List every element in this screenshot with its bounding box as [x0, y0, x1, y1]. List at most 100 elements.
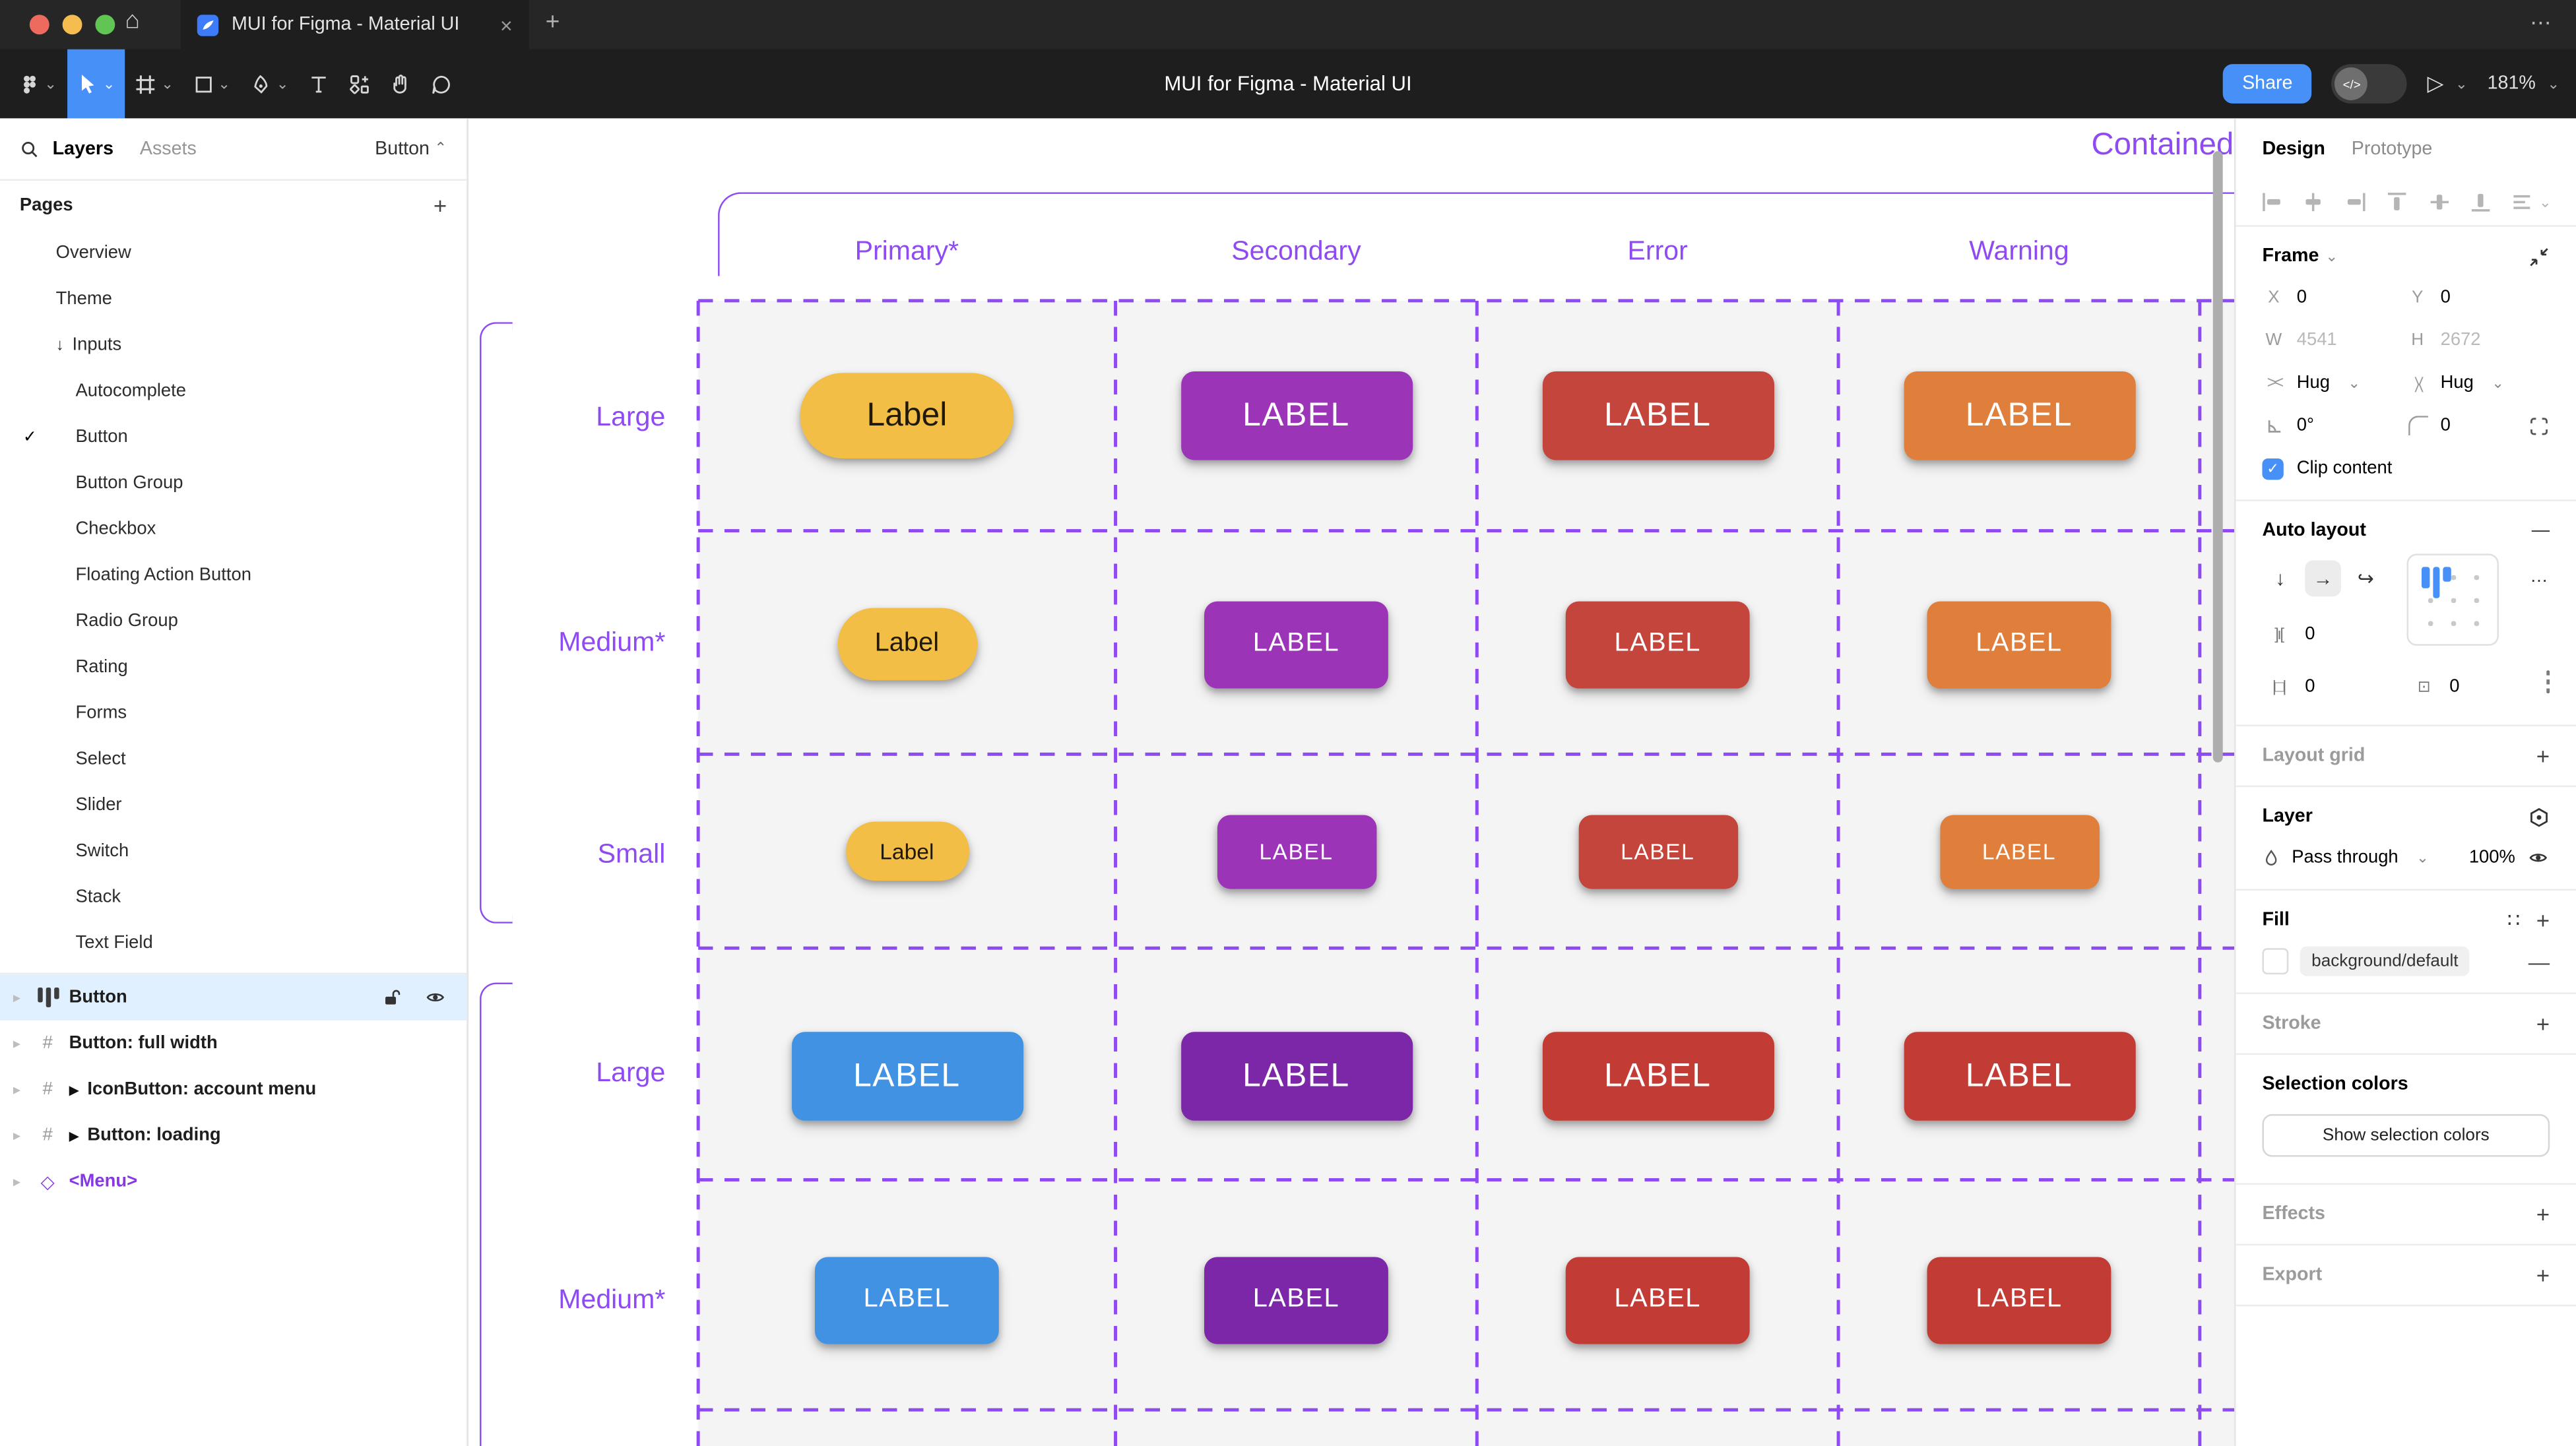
sidebar-page-text-field[interactable]: Text Field	[0, 920, 467, 966]
new-tab-button[interactable]: +	[545, 8, 560, 36]
disclosure-icon[interactable]: ▸	[13, 988, 21, 1005]
mui-button-large-secondary[interactable]: LABEL	[1180, 1032, 1412, 1121]
corner-radius-field[interactable]: 0	[2406, 416, 2550, 436]
mui-button-medium-primary[interactable]: Label	[837, 608, 977, 681]
hand-tool-button[interactable]	[379, 49, 420, 119]
mui-button-medium-secondary[interactable]: LABEL	[1204, 1256, 1388, 1344]
home-icon[interactable]: ⌂	[125, 6, 140, 35]
unlock-icon[interactable]	[381, 988, 401, 1007]
show-selection-colors-button[interactable]: Show selection colors	[2262, 1114, 2550, 1157]
disclosure-icon[interactable]: ▸	[13, 1080, 21, 1097]
share-button[interactable]: Share	[2222, 64, 2313, 104]
mui-button-small-primary[interactable]: Label	[845, 821, 969, 881]
layer-row-button-full-width[interactable]: ▸#Button: full width	[0, 1021, 467, 1067]
sidebar-page-rating[interactable]: Rating	[0, 644, 467, 690]
move-tool-button[interactable]: ⌄	[66, 49, 125, 119]
tab-layers[interactable]: Layers	[52, 139, 114, 159]
tab-assets[interactable]: Assets	[139, 139, 197, 159]
sidebar-page-checkbox[interactable]: Checkbox	[0, 506, 467, 552]
clip-content-row[interactable]: ✓ Clip content	[2262, 447, 2550, 490]
eye-icon[interactable]	[424, 988, 447, 1007]
independent-corners-button[interactable]	[2528, 415, 2550, 436]
window-more-icon[interactable]: ⋯	[2530, 9, 2554, 35]
align-horizontal-center-icon[interactable]	[2302, 191, 2325, 214]
zoom-window-button[interactable]	[95, 15, 115, 35]
sidebar-page-floating-action-button[interactable]: Floating Action Button	[0, 552, 467, 598]
dev-mode-toggle[interactable]: </>	[2332, 64, 2408, 104]
expand-icon[interactable]: ▶	[69, 1128, 79, 1143]
close-window-button[interactable]	[29, 15, 49, 35]
close-tab-icon[interactable]: ×	[499, 12, 513, 38]
mui-button-large-warning[interactable]: LABEL	[1903, 371, 2135, 460]
disclosure-icon[interactable]: ▸	[13, 1034, 21, 1051]
layer-row-button-loading[interactable]: ▸#▶Button: loading	[0, 1112, 467, 1158]
add-effect-button[interactable]: +	[2536, 1201, 2550, 1228]
add-stroke-button[interactable]: +	[2536, 1010, 2550, 1037]
sidebar-page-button-group[interactable]: Button Group	[0, 460, 467, 506]
active-file-tab[interactable]: MUI for Figma - Material UI ×	[180, 0, 529, 49]
tab-design[interactable]: Design	[2262, 139, 2325, 159]
frame-section-title[interactable]: Frame	[2262, 246, 2319, 267]
mui-button-medium-error[interactable]: LABEL	[1565, 600, 1750, 688]
text-tool-button[interactable]	[298, 49, 338, 119]
sidebar-page-slider[interactable]: Slider	[0, 782, 467, 829]
component-context-button[interactable]: Button ⌃	[375, 139, 447, 159]
present-button[interactable]: ▷ ⌄	[2428, 71, 2468, 97]
disclosure-icon[interactable]: ▸	[13, 1126, 21, 1143]
distribute-menu[interactable]: ⌄	[2511, 191, 2552, 214]
shape-tool-button[interactable]: ⌄	[183, 49, 240, 119]
blend-mode-icon[interactable]	[2528, 806, 2550, 827]
sidebar-page-forms[interactable]: Forms	[0, 690, 467, 736]
visibility-eye-icon[interactable]	[2527, 848, 2550, 867]
rotation-field[interactable]: 0°	[2262, 416, 2406, 435]
auto-layout-more-button[interactable]: …	[2530, 567, 2550, 587]
mui-button-medium-error[interactable]: LABEL	[1565, 1256, 1750, 1344]
remove-auto-layout-button[interactable]: —	[2531, 520, 2550, 541]
mui-button-large-error[interactable]: LABEL	[1541, 371, 1774, 460]
fill-color-swatch[interactable]	[2262, 948, 2289, 975]
canvas-scrollbar[interactable]	[2212, 151, 2223, 763]
horizontal-resizing-field[interactable]: >< Hug⌄	[2262, 373, 2406, 393]
mui-button-medium-secondary[interactable]: LABEL	[1204, 600, 1388, 688]
mui-button-small-secondary[interactable]: LABEL	[1216, 814, 1376, 889]
mui-button-medium-warning[interactable]: LABEL	[1927, 1256, 2111, 1344]
sidebar-page-stack[interactable]: Stack	[0, 874, 467, 920]
sidebar-page-radio-group[interactable]: Radio Group	[0, 598, 467, 644]
add-layout-grid-button[interactable]: +	[2536, 742, 2550, 769]
fill-styles-icon[interactable]: ∷	[2507, 908, 2520, 932]
sidebar-page-autocomplete[interactable]: Autocomplete	[0, 368, 467, 414]
align-right-icon[interactable]	[2344, 191, 2367, 214]
opacity-field[interactable]: 100%	[2468, 848, 2515, 868]
mui-button-medium-primary[interactable]: LABEL	[814, 1256, 999, 1344]
collapse-icon[interactable]	[2528, 245, 2550, 267]
sidebar-page-select[interactable]: Select	[0, 736, 467, 782]
blend-mode-select[interactable]: Pass through	[2292, 848, 2399, 868]
search-icon[interactable]	[20, 139, 40, 158]
layout-vertical-button[interactable]: ↓	[2275, 567, 2286, 590]
independent-padding-button[interactable]	[2546, 670, 2550, 694]
mui-button-large-secondary[interactable]: LABEL	[1180, 371, 1412, 460]
vertical-resizing-field[interactable]: >< Hug⌄	[2406, 373, 2550, 393]
layer-row-button[interactable]: ▸Button	[0, 974, 467, 1021]
fill-style-chip[interactable]: background/default	[2300, 946, 2470, 976]
vertical-padding-field[interactable]: ⊡ 0	[2407, 666, 2460, 708]
sidebar-page-switch[interactable]: Switch	[0, 828, 467, 874]
remove-fill-button[interactable]: —	[2528, 949, 2550, 974]
sidebar-page-theme[interactable]: Theme	[0, 276, 467, 322]
mui-button-large-primary[interactable]: LABEL	[790, 1032, 1023, 1121]
alignment-widget[interactable]	[2406, 553, 2499, 646]
mui-button-medium-warning[interactable]: LABEL	[1927, 600, 2111, 688]
add-fill-button[interactable]: +	[2536, 906, 2550, 933]
align-vertical-center-icon[interactable]	[2428, 191, 2451, 214]
layer-row-iconbutton-account-menu[interactable]: ▸#▶IconButton: account menu	[0, 1067, 467, 1113]
disclosure-icon[interactable]: ▸	[13, 1172, 21, 1189]
pen-tool-button[interactable]: ⌄	[240, 49, 299, 119]
mui-button-small-error[interactable]: LABEL	[1578, 814, 1737, 889]
mui-button-small-warning[interactable]: LABEL	[1939, 814, 2099, 889]
frame-tool-button[interactable]: ⌄	[125, 49, 183, 119]
main-menu-button[interactable]: ⌄	[10, 49, 67, 119]
